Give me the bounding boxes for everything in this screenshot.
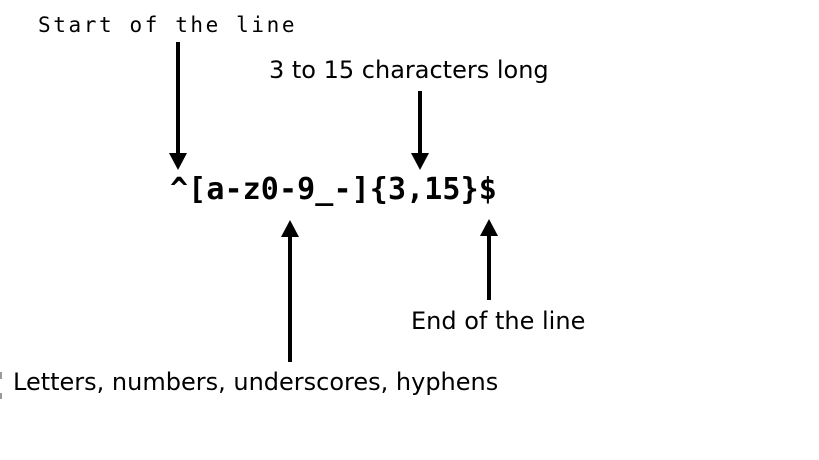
arrow-end-of-line-to-dollar <box>480 219 498 300</box>
arrow-up-head-icon <box>480 219 498 236</box>
arrow-up-head-icon <box>281 220 299 237</box>
start-of-line-label: Start of the line <box>38 13 298 37</box>
regex-pattern-text: ^[a-z0-9_-]{3,15}$ <box>170 172 497 207</box>
left-edge-artifact <box>0 393 2 399</box>
arrow-length-to-quantifier <box>411 91 429 170</box>
arrow-shaft <box>487 232 491 300</box>
arrow-shaft <box>288 233 292 362</box>
end-of-line-label: End of the line <box>411 307 586 335</box>
arrow-down-head-icon <box>169 153 187 170</box>
left-edge-artifact <box>0 372 2 379</box>
arrow-start-of-line-to-caret <box>169 42 187 170</box>
arrow-shaft <box>418 91 422 157</box>
character-class-label: Letters, numbers, underscores, hyphens <box>13 368 499 396</box>
arrow-charset-to-character-class <box>281 220 299 362</box>
arrow-down-head-icon <box>411 153 429 170</box>
arrow-shaft <box>176 42 180 157</box>
length-label: 3 to 15 characters long <box>269 56 549 84</box>
